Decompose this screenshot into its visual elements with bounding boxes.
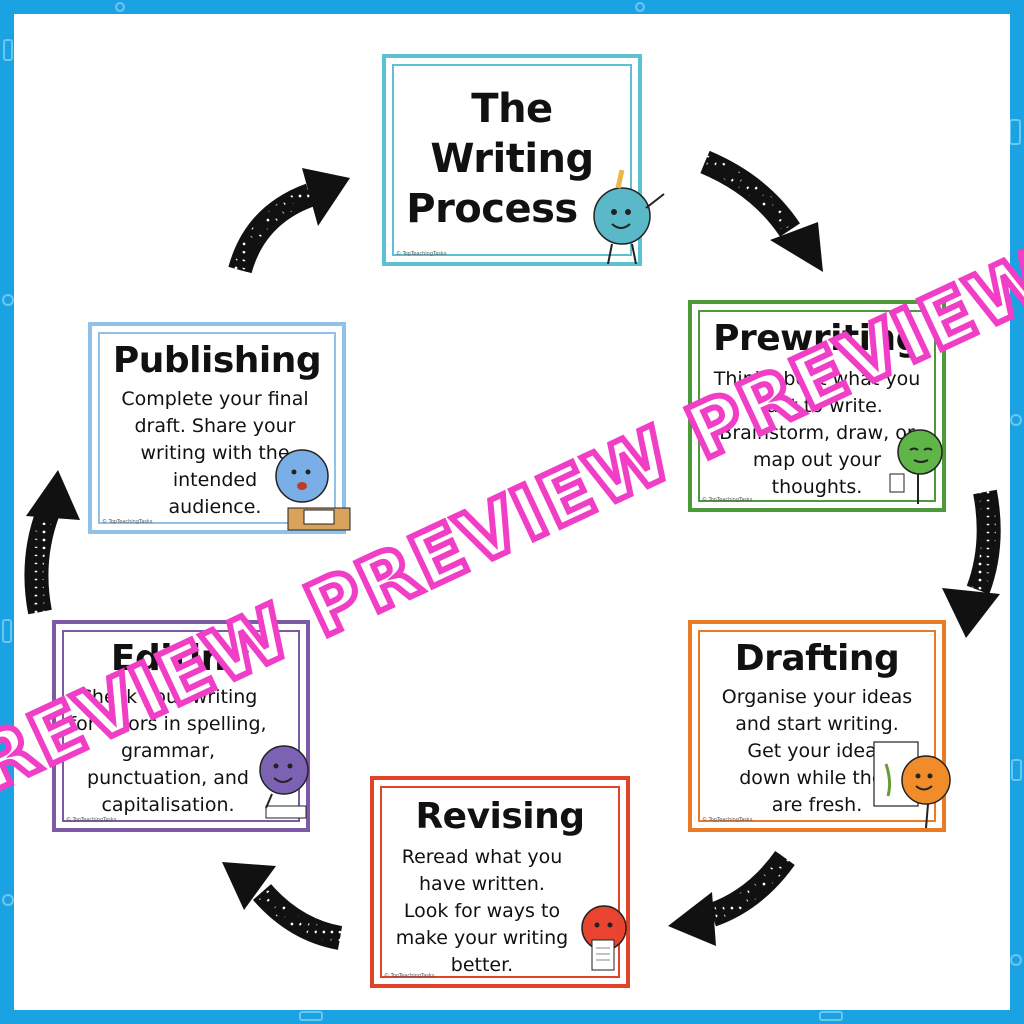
arrow-revising-to-editing <box>222 862 343 950</box>
step-text-editing: Check your writing for errors in spellin… <box>69 686 267 816</box>
step-text-revising: Reread what you have written. Look for w… <box>395 846 569 976</box>
arrow-publishing-to-title <box>228 168 350 274</box>
arrow-editing-to-publishing <box>24 470 80 615</box>
arrow-title-to-prewriting <box>700 150 823 272</box>
title-line-3: Process <box>406 186 578 232</box>
orange-drawing-character-icon <box>873 741 951 829</box>
step-card-drafting: Drafting Organise your ideas and start w… <box>688 620 951 832</box>
title-line-1: The <box>471 86 553 132</box>
step-card-revising: Revising Reread what you have written. L… <box>370 776 630 988</box>
step-card-publishing: Publishing Complete your final draft. Sh… <box>88 322 351 534</box>
step-text-publishing: Complete your final draft. Share your wr… <box>121 388 309 518</box>
step-title-drafting: Drafting <box>734 638 900 679</box>
arrow-prewriting-to-drafting <box>942 489 1001 638</box>
teal-pencil-character-icon <box>593 169 665 265</box>
editing-credit: © TopTeachingTasks <box>66 817 117 823</box>
step-title-revising: Revising <box>415 796 585 837</box>
title-card: The Writing Process © TopTeachingTasks <box>382 54 665 266</box>
green-pencil-character-icon <box>889 429 943 504</box>
step-title-prewriting: Prewriting <box>713 318 921 359</box>
revising-credit: © TopTeachingTasks <box>384 973 435 979</box>
title-line-2: Writing <box>430 136 594 182</box>
blue-publishing-character-icon <box>275 449 351 531</box>
step-text-prewriting: Think about what you want to write. Brai… <box>713 368 921 498</box>
step-title-editing: Editing <box>110 638 252 679</box>
purple-writing-character-icon <box>259 745 309 819</box>
publishing-credit: © TopTeachingTasks <box>102 519 153 525</box>
red-reading-character-icon <box>581 905 627 971</box>
prewriting-credit: © TopTeachingTasks <box>702 497 753 503</box>
step-title-publishing: Publishing <box>112 340 322 381</box>
step-card-editing: Editing Check your writing for errors in… <box>52 620 310 832</box>
drafting-credit: © TopTeachingTasks <box>702 817 753 823</box>
step-card-prewriting: Prewriting Think about what you want to … <box>688 300 946 512</box>
title-card-credit: © TopTeachingTasks <box>396 251 447 257</box>
arrow-drafting-to-revising <box>668 850 795 946</box>
